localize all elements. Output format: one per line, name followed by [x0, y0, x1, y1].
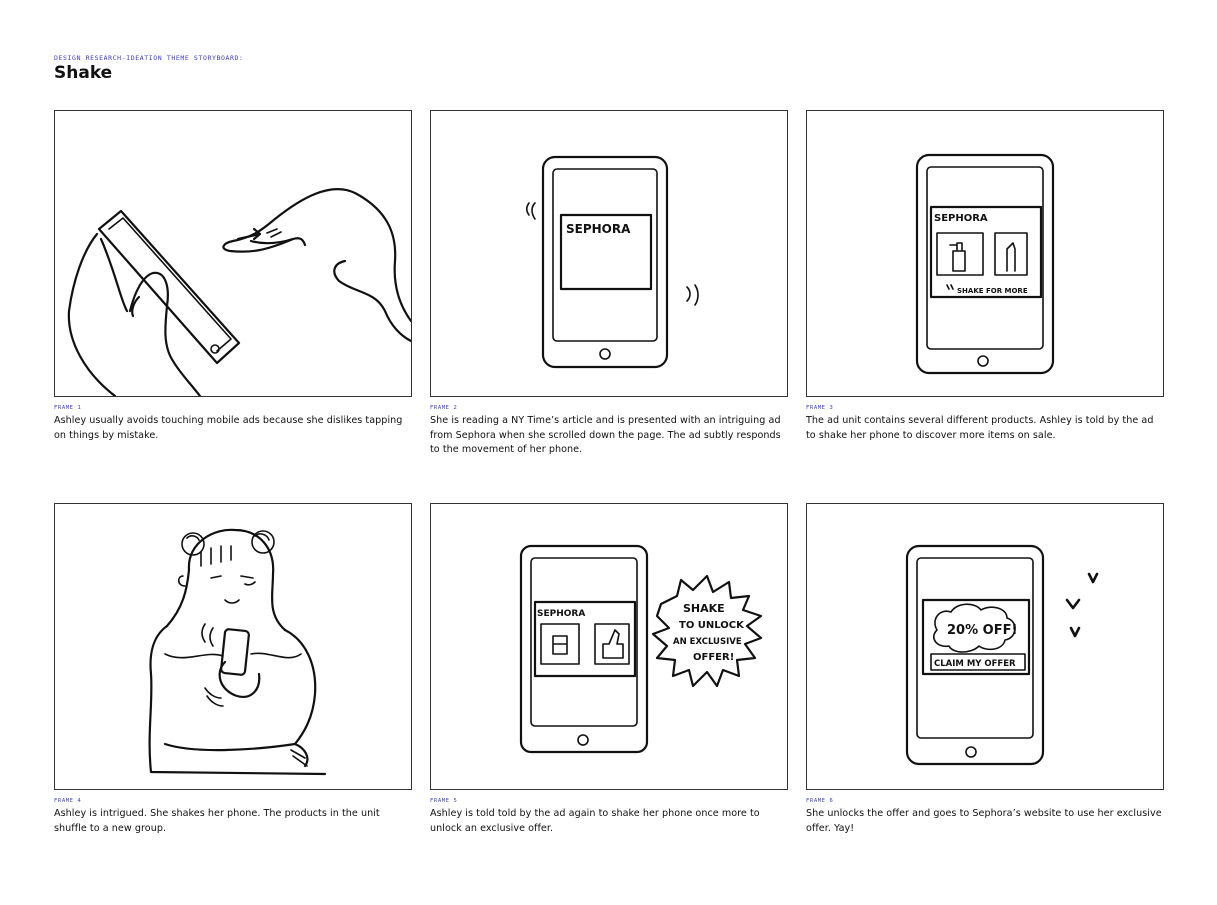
girl-shaking-phone-sketch	[148, 528, 327, 776]
storyboard-panel-1: FRAME 1 Ashley usually avoids touching m…	[54, 110, 412, 443]
storyboard-kicker: DESIGN RESEARCH-IDEATION THEME STORYBOAR…	[54, 54, 244, 62]
frame-caption-5: Ashley is told told by the ad again to s…	[430, 808, 760, 834]
sketch-frame-4	[54, 503, 412, 790]
storyboard-panel-3: SEPHORA SHAKE FOR MORE FRAME 3 The ad un…	[806, 110, 1164, 443]
frame-label-4: FRAME 4	[54, 798, 82, 804]
phone-with-ad-sketch: SEPHORA	[525, 155, 699, 369]
phone-unlock-offer-sketch: SEPHORA SHAKE TO UNLOCK AN EXCLUSIVE OFF…	[519, 544, 763, 754]
sketch-text-sephora: SEPHORA	[537, 609, 585, 619]
phone-with-product-ad-sketch: SEPHORA SHAKE FOR MORE	[915, 153, 1055, 375]
frame-caption-1: Ashley usually avoids touching mobile ad…	[54, 415, 403, 441]
sketch-frame-2: SEPHORA	[430, 110, 788, 397]
sketch-text-to-unlock: TO UNLOCK	[679, 620, 745, 631]
sketch-text-20-off: 20% OFF!	[947, 623, 1017, 638]
sketch-frame-6: 20% OFF! CLAIM MY OFFER	[806, 503, 1164, 790]
frame-caption-6: She unlocks the offer and goes to Sephor…	[806, 808, 1162, 834]
frame-label-6: FRAME 6	[806, 798, 834, 804]
phone-claim-offer-sketch: 20% OFF! CLAIM MY OFFER	[905, 544, 1099, 766]
frame-label-2: FRAME 2	[430, 405, 458, 411]
storyboard-panel-5: SEPHORA SHAKE TO UNLOCK AN EXCLUSIVE OFF…	[430, 503, 788, 836]
hand-holding-phone-sketch	[67, 188, 411, 396]
sketch-text-shake: SHAKE	[683, 602, 725, 615]
sketch-frame-1	[54, 110, 412, 397]
page-title: Shake	[54, 63, 113, 83]
sketch-text-offer: OFFER!	[693, 652, 734, 663]
sketch-frame-5: SEPHORA SHAKE TO UNLOCK AN EXCLUSIVE OFF…	[430, 503, 788, 790]
storyboard-panel-6: 20% OFF! CLAIM MY OFFER FRAME 6 She unlo…	[806, 503, 1164, 836]
storyboard-panel-4: FRAME 4 Ashley is intrigued. She shakes …	[54, 503, 412, 836]
frame-label-1: FRAME 1	[54, 405, 82, 411]
frame-label-5: FRAME 5	[430, 798, 458, 804]
storyboard-panel-2: SEPHORA FRAME 2 She is reading a NY Time…	[430, 110, 788, 458]
frame-caption-4: Ashley is intrigued. She shakes her phon…	[54, 808, 380, 834]
frame-label-3: FRAME 3	[806, 405, 834, 411]
frame-caption-3: The ad unit contains several different p…	[806, 415, 1154, 441]
frame-caption-2: She is reading a NY Time’s article and i…	[430, 415, 781, 455]
sketch-text-sephora: SEPHORA	[566, 222, 631, 236]
sketch-text-claim-my-offer: CLAIM MY OFFER	[934, 659, 1016, 669]
sketch-text-an-exclusive: AN EXCLUSIVE	[673, 637, 742, 647]
sketch-text-shake-for-more: SHAKE FOR MORE	[957, 287, 1028, 295]
sketch-text-sephora: SEPHORA	[934, 213, 988, 224]
sketch-frame-3: SEPHORA SHAKE FOR MORE	[806, 110, 1164, 397]
